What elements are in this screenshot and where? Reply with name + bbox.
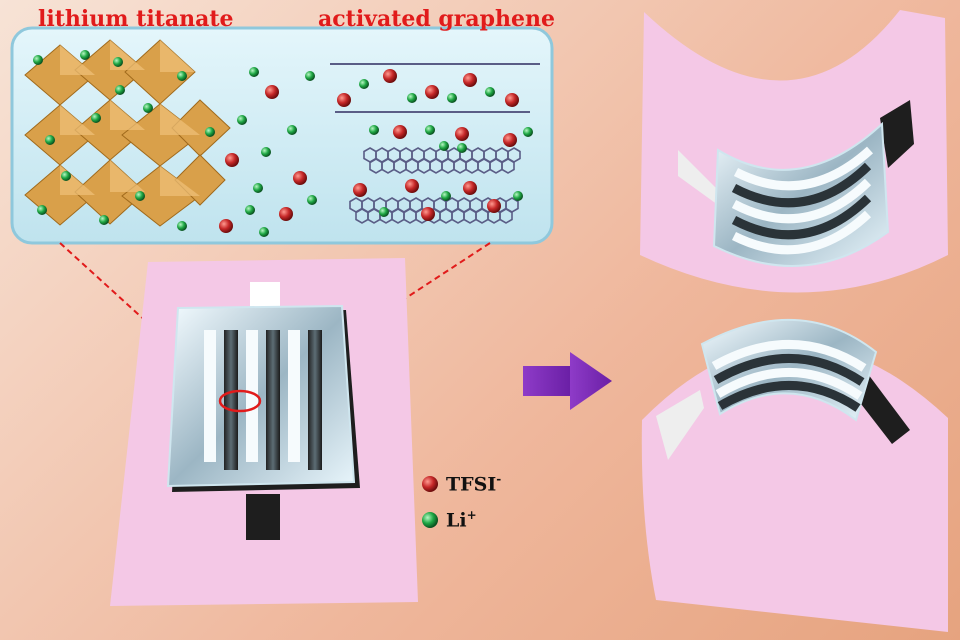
li-label: Li [446,509,467,532]
legend-li-text: Li+ [446,508,477,531]
activated-graphene-label: activated graphene [318,6,556,32]
legend-tfsi-text: TFSI- [446,472,501,495]
tfsi-dot [422,476,438,492]
concave-bent-device [640,10,948,293]
flat-device [110,258,418,606]
activated-graphene-layers [330,63,540,224]
interdigital-electrodes [204,330,322,470]
tfsi-charge: - [496,472,502,486]
bottom-current-collector [246,494,280,540]
li-dot [422,512,438,528]
legend-li: Li+ [446,508,477,531]
bend-arrow [523,352,612,410]
device-body [166,304,356,488]
zoom-circle [218,389,262,413]
zoom-panel [10,26,554,245]
electrolyte-ions [219,67,317,237]
tfsi-label: TFSI [446,473,497,496]
lithium-titanate-crystal [24,39,231,231]
lithium-titanate-label: lithium titanate [38,6,234,32]
convex-bent-device [641,318,948,632]
legend-tfsi: TFSI- [446,472,501,495]
li-charge: + [466,508,477,522]
